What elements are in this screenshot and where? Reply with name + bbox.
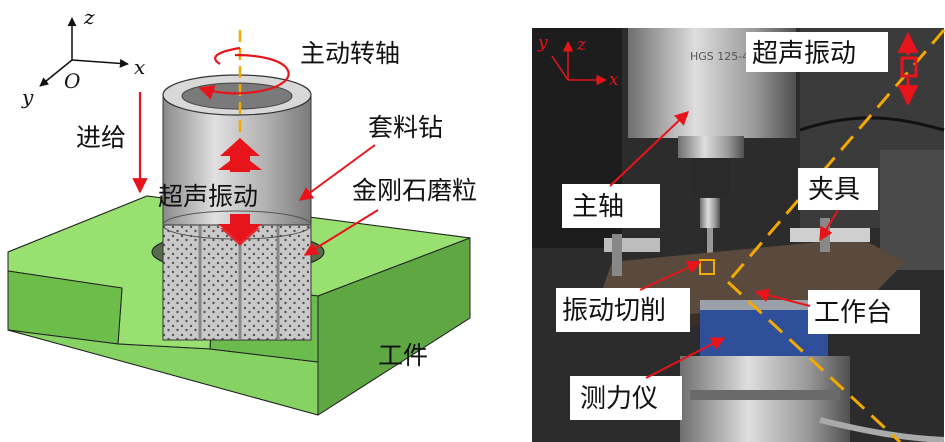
pointer-fixture (819, 209, 839, 242)
pointer-worktable (754, 288, 811, 307)
photo-label-cutting: 振动切削 (562, 296, 666, 326)
photo-axis-x: x (609, 70, 619, 90)
label-feed: 进给 (76, 123, 126, 152)
photo-axis-y: y (537, 33, 548, 53)
coord-axes-right (551, 40, 608, 86)
vibration-arrows-left (218, 138, 262, 246)
pointer-core-drill (298, 144, 376, 201)
label-ultrasonic-left: 超声振动 (158, 182, 258, 211)
rotation-arrow-top (214, 46, 241, 65)
rotation-arrow (198, 53, 290, 100)
right-photo: HGS 125-4 z x y (532, 28, 945, 442)
pointer-diamond-grit (303, 209, 379, 256)
vibration-arrows-right (897, 31, 919, 107)
photo-label-worktable: 工作台 (814, 298, 892, 328)
photo-label-dynamometer: 测力仪 (580, 384, 658, 414)
coord-axes-left (39, 17, 129, 87)
left-diagram: z x y O 主动转轴 进给 套料钻 超声振动 金刚石磨粒 工件 (7, 5, 477, 416)
label-core-drill: 套料钻 (368, 113, 443, 142)
label-diamond-grit: 金刚石磨粒 (352, 176, 477, 205)
pointer-dynamometer (645, 337, 726, 379)
photo-label-spindle: 主轴 (572, 192, 624, 222)
label-workpiece: 工件 (378, 341, 428, 370)
axis-y-label: y (21, 85, 34, 109)
pointer-spindle (609, 111, 690, 187)
photo-label-fixture: 夹具 (808, 175, 860, 205)
label-spindle-axis: 主动转轴 (300, 39, 400, 68)
pointer-cutting (639, 260, 702, 291)
photo-axis-z: z (576, 35, 587, 55)
axis-origin-label: O (64, 69, 80, 93)
axis-z-label: z (83, 5, 95, 29)
spindle-brand-text: HGS 125-4 (690, 50, 749, 63)
axis-x-label: x (134, 55, 145, 79)
photo-label-ultrasonic: 超声振动 (752, 39, 856, 69)
